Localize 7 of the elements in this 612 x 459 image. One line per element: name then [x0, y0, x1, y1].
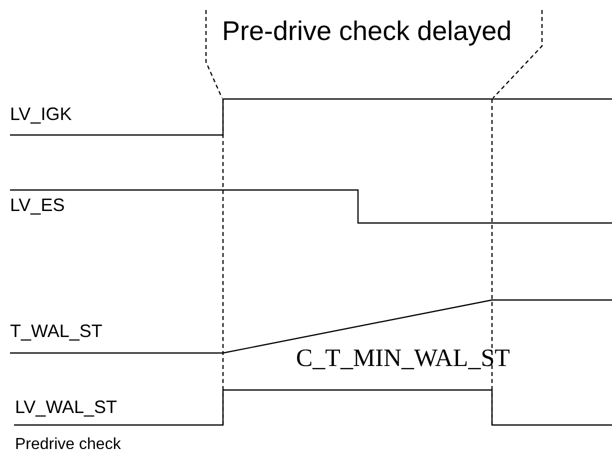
- annotation-text: Pre-drive check delayed: [222, 18, 512, 45]
- parameter-label: C_T_MIN_WAL_ST: [296, 346, 510, 371]
- signal-name: T_WAL_ST: [10, 322, 102, 340]
- caption-text: Predrive check: [15, 437, 121, 453]
- signal-name: LV_IGK: [10, 105, 72, 123]
- signal-name: LV_ES: [10, 196, 65, 214]
- signal-name: LV_WAL_ST: [15, 398, 118, 416]
